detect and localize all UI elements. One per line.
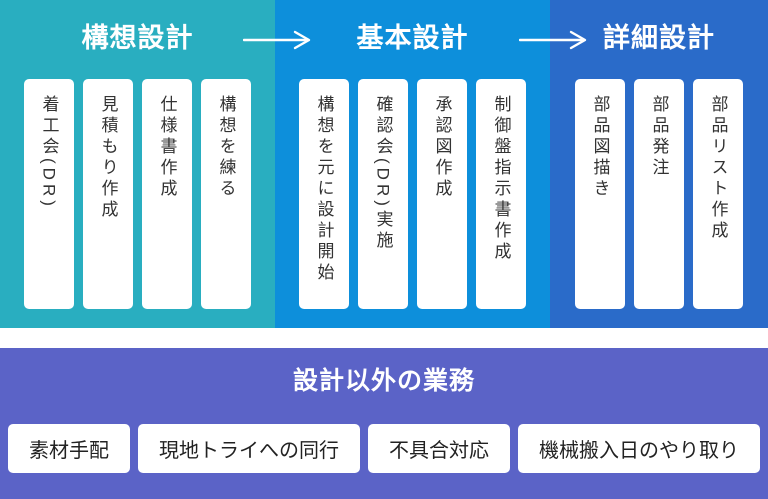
task-label: 制御盤指示書作成	[491, 95, 511, 263]
task-label: 承認図作成	[432, 95, 452, 200]
task-label: 見積もり作成	[98, 95, 118, 221]
detail-design-tasks: 部品図描き 部品発注 部品リスト作成	[550, 79, 768, 309]
task-label: 構想を練る	[216, 95, 236, 200]
non-design-work-section: 設計以外の業務 素材手配 現地トライへの同行 不具合対応 機械搬入日のやり取り	[0, 348, 768, 499]
task-card: 不具合対応	[368, 424, 510, 473]
task-label: 仕様書作成	[157, 95, 177, 200]
design-phases-band: 構想設計 着工会(DR) 見積もり作成 仕様書作成 構想を練る 基本設計 構想を…	[0, 0, 768, 328]
task-card: 制御盤指示書作成	[476, 79, 526, 309]
task-label: 確認会(DR)実施	[373, 95, 393, 252]
task-card: 部品図描き	[575, 79, 625, 309]
task-label: 構想を元に設計開始	[314, 95, 334, 284]
task-card: 構想を元に設計開始	[299, 79, 349, 309]
phase-title-basic-design: 基本設計	[356, 23, 469, 53]
task-label: 部品図描き	[590, 95, 610, 200]
task-card: 承認図作成	[417, 79, 467, 309]
task-card: 確認会(DR)実施	[358, 79, 408, 309]
non-design-work-title: 設計以外の業務	[292, 367, 475, 395]
phase-title-detail-design: 詳細設計	[603, 23, 715, 53]
phase-section-detail-design: 詳細設計 部品図描き 部品発注 部品リスト作成	[550, 0, 768, 328]
non-design-work-tasks: 素材手配 現地トライへの同行 不具合対応 機械搬入日のやり取り	[0, 424, 768, 473]
arrow-right-icon	[243, 30, 311, 50]
basic-design-tasks: 構想を元に設計開始 確認会(DR)実施 承認図作成 制御盤指示書作成	[275, 79, 550, 309]
task-label: 部品リスト作成	[708, 95, 728, 242]
task-card: 仕様書作成	[142, 79, 192, 309]
task-card: 見積もり作成	[83, 79, 133, 309]
phase-section-concept-design: 構想設計 着工会(DR) 見積もり作成 仕様書作成 構想を練る	[0, 0, 275, 328]
task-label: 部品発注	[649, 95, 669, 179]
task-label: 着工会(DR)	[39, 95, 59, 210]
task-card: 構想を練る	[201, 79, 251, 309]
phase-section-basic-design: 基本設計 構想を元に設計開始 確認会(DR)実施 承認図作成 制御盤指示書作成	[275, 0, 550, 328]
phase-title-concept-design: 構想設計	[81, 23, 194, 53]
task-card: 部品リスト作成	[693, 79, 743, 309]
task-card: 着工会(DR)	[24, 79, 74, 309]
task-card: 部品発注	[634, 79, 684, 309]
task-card: 素材手配	[8, 424, 130, 473]
concept-design-tasks: 着工会(DR) 見積もり作成 仕様書作成 構想を練る	[0, 79, 275, 309]
task-card: 現地トライへの同行	[138, 424, 360, 473]
section-divider	[0, 328, 768, 348]
arrow-right-icon	[519, 30, 587, 50]
task-card: 機械搬入日のやり取り	[518, 424, 760, 473]
